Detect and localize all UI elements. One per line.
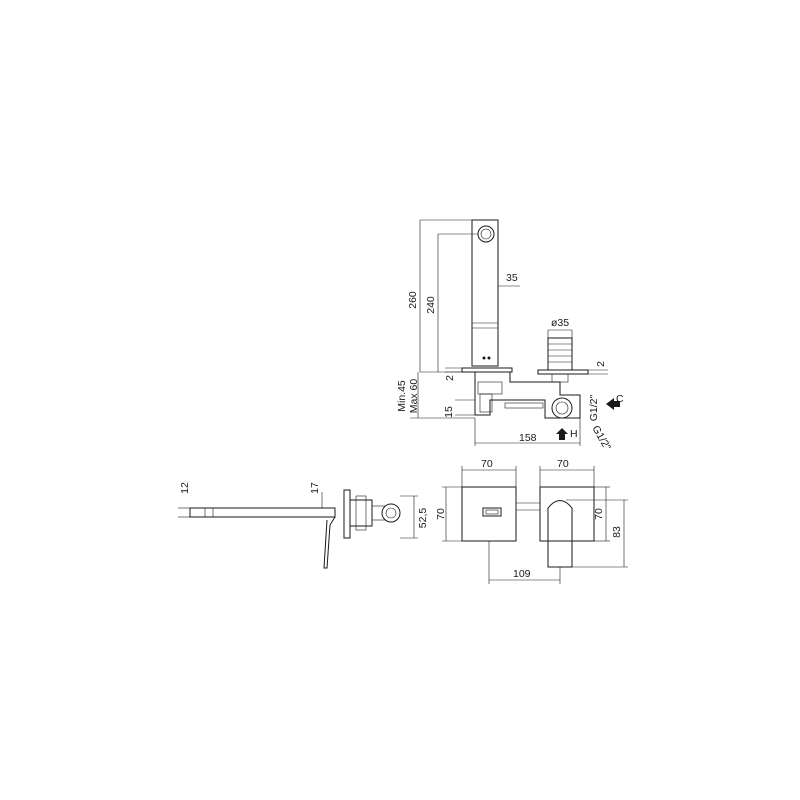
body-pipe [504, 402, 544, 409]
side-body [349, 499, 373, 527]
dimension-70-right-label: 70 [593, 508, 605, 520]
side-view: 12 17 52,5 [178, 482, 429, 569]
thread-bottom-label: G1/2" [589, 424, 613, 453]
body-inner-detail [477, 381, 503, 395]
screw-dot [487, 356, 491, 360]
dimension-diameter-label: ø35 [551, 317, 569, 329]
side-wall-plate [343, 489, 351, 539]
dimension-52-5-label: 52,5 [417, 508, 429, 529]
spout-wall-plate [461, 367, 513, 373]
dimension-260-label: 260 [407, 291, 419, 309]
side-spout-arm [189, 507, 336, 518]
spout-column [471, 219, 499, 367]
dimension-109-label: 109 [513, 568, 531, 580]
dimension-70-top-left-label: 70 [481, 458, 493, 470]
dimension-158-label: 158 [519, 432, 537, 444]
cold-inlet-arrow-icon [606, 398, 620, 410]
dimension-max-label: Max 60 [408, 379, 420, 414]
dimension-17-label: 17 [309, 482, 321, 494]
hot-inlet-label: H [570, 428, 578, 440]
in-wall-body [474, 372, 581, 419]
cold-inlet-label: C [616, 393, 624, 405]
handle-wall-plate [537, 369, 589, 375]
front-right-plate [539, 486, 595, 542]
front-spout-outlet [482, 507, 502, 517]
hot-inlet-arrow-icon [556, 428, 568, 440]
dimension-2-right-label: 2 [595, 361, 607, 367]
dimension-70-left-label: 70 [435, 508, 447, 520]
body-inner-detail [479, 393, 493, 413]
dimension-15-label: 15 [443, 406, 455, 418]
side-inlet-circle [381, 503, 401, 523]
side-inlet-inner [385, 507, 397, 519]
dimension-83-label: 83 [611, 526, 623, 538]
dimension-70-top-right-label: 70 [557, 458, 569, 470]
spout-outlet-inner [480, 228, 492, 240]
front-view: 70 70 70 70 83 109 [435, 458, 628, 584]
dimension-2-left-label: 2 [444, 375, 456, 381]
side-body-inner [355, 495, 367, 531]
handle-cartridge [551, 373, 569, 383]
dimension-35-label: 35 [506, 272, 518, 284]
handle-column [547, 337, 573, 371]
dimension-240-label: 240 [425, 296, 437, 314]
inlet-circle-inner [555, 401, 569, 415]
spout-outlet-circle [477, 225, 495, 243]
dimension-12-label: 12 [179, 482, 191, 494]
front-lever [547, 500, 573, 568]
side-lever [323, 516, 336, 569]
top-elevation-view: 260 240 35 ø35 2 2 Min.45 Max 60 15 [396, 219, 624, 453]
front-spout-outlet-inner [485, 509, 499, 515]
inlet-circle [551, 397, 573, 419]
thread-top-label: G1/2" [588, 394, 600, 421]
dimension-min-label: Min.45 [396, 380, 408, 412]
screw-dot [482, 356, 486, 360]
